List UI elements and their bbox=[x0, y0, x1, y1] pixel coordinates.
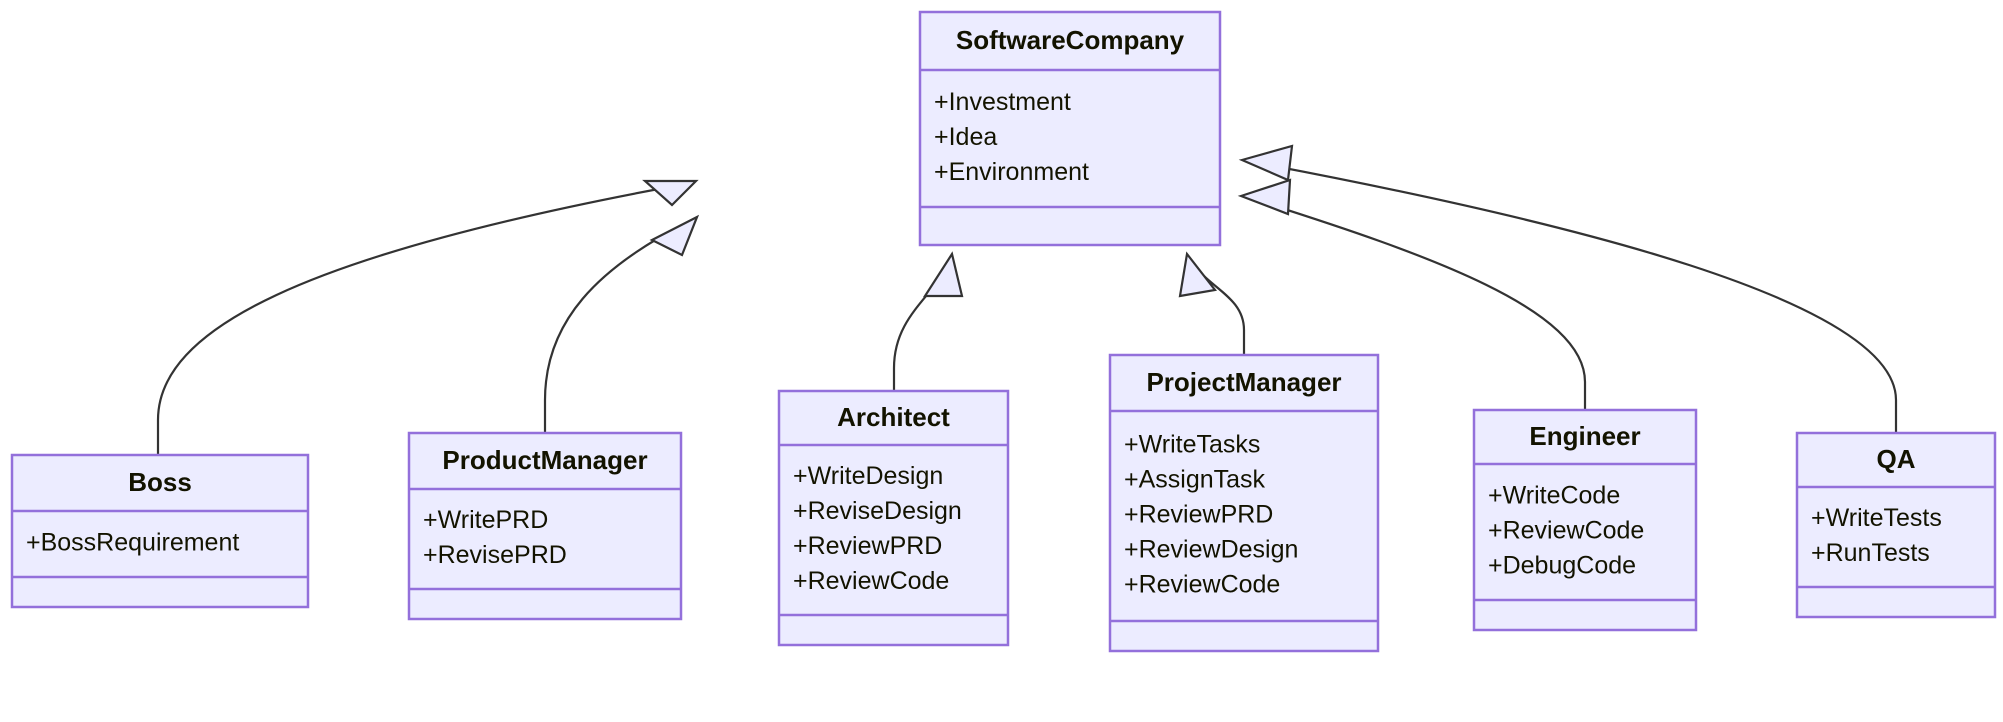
generalization-arrow-qa bbox=[1238, 144, 1294, 182]
class-attribute-engineer-0: +WriteCode bbox=[1488, 482, 1620, 510]
class-attribute-product-manager-0: +WritePRD bbox=[423, 506, 548, 534]
generalization-arrow-product-manager bbox=[649, 214, 700, 257]
class-attribute-architect-0: +WriteDesign bbox=[793, 462, 943, 490]
class-boxes-layer: SoftwareCompany +Investment +Idea +Environm… bbox=[10, 10, 1997, 653]
generalization-arrow-project-manager bbox=[1178, 251, 1217, 298]
edge-product-manager bbox=[543, 214, 700, 433]
class-attribute-project-manager-3: +ReviewDesign bbox=[1124, 536, 1298, 564]
class-box-product-manager[interactable]: ProductManager +WritePRD +RevisePRD bbox=[407, 431, 683, 621]
class-attribute-product-manager-1: +RevisePRD bbox=[423, 541, 567, 569]
class-box-outline-project-manager bbox=[1108, 353, 1380, 653]
class-attribute-boss-0: +BossRequirement bbox=[26, 529, 239, 557]
class-box-project-manager[interactable]: ProjectManager +WriteTasks +AssignTask +Rev… bbox=[1108, 353, 1380, 653]
edge-engineer bbox=[1237, 178, 1587, 410]
class-attribute-engineer-1: +ReviewCode bbox=[1488, 517, 1644, 545]
class-box-outline-engineer bbox=[1472, 408, 1698, 632]
class-name-qa: QA bbox=[1877, 444, 1916, 474]
relationship-edges-layer bbox=[156, 144, 1898, 455]
edge-architect bbox=[892, 251, 964, 391]
class-attribute-architect-1: +ReviseDesign bbox=[793, 497, 962, 525]
class-attribute-project-manager-4: +ReviewCode bbox=[1124, 571, 1280, 599]
class-attribute-architect-3: +ReviewCode bbox=[793, 567, 949, 595]
class-box-software-company[interactable]: SoftwareCompany +Investment +Idea +Environm… bbox=[918, 10, 1222, 247]
edge-boss-line bbox=[156, 183, 681, 455]
class-box-boss[interactable]: Boss +BossRequirement bbox=[10, 453, 310, 609]
class-name-architect: Architect bbox=[837, 402, 950, 432]
class-box-engineer[interactable]: Engineer +WriteCode +ReviewCode +DebugCode bbox=[1472, 408, 1698, 632]
class-attribute-project-manager-0: +WriteTasks bbox=[1124, 431, 1260, 459]
class-attribute-software-company-0: +Investment bbox=[934, 88, 1071, 116]
class-name-boss: Boss bbox=[128, 467, 192, 497]
generalization-arrow-architect bbox=[922, 251, 964, 298]
class-box-outline-boss bbox=[10, 453, 310, 609]
generalization-arrow-engineer bbox=[1237, 178, 1292, 216]
class-name-software-company: SoftwareCompany bbox=[956, 25, 1185, 55]
class-box-outline-architect bbox=[777, 389, 1010, 647]
class-attribute-architect-2: +ReviewPRD bbox=[793, 532, 942, 560]
edge-project-manager bbox=[1178, 251, 1246, 355]
class-box-architect[interactable]: Architect +WriteDesign +ReviseDesign +Revie… bbox=[777, 389, 1010, 647]
edge-engineer-line bbox=[1255, 198, 1587, 410]
class-box-qa[interactable]: QA +WriteTests +RunTests bbox=[1795, 431, 1997, 619]
class-attribute-software-company-2: +Environment bbox=[934, 158, 1089, 186]
class-attribute-project-manager-1: +AssignTask bbox=[1124, 466, 1266, 494]
class-attribute-project-manager-2: +ReviewPRD bbox=[1124, 501, 1273, 529]
class-attribute-software-company-1: +Idea bbox=[934, 123, 997, 151]
generalization-arrow-boss bbox=[642, 179, 699, 207]
class-name-project-manager: ProjectManager bbox=[1146, 367, 1341, 397]
edge-boss bbox=[156, 179, 699, 455]
edge-qa bbox=[1238, 144, 1898, 433]
edge-qa-line bbox=[1257, 161, 1898, 433]
edge-product-manager-line bbox=[543, 224, 683, 433]
class-attribute-qa-0: +WriteTests bbox=[1811, 504, 1942, 532]
class-attribute-engineer-2: +DebugCode bbox=[1488, 552, 1636, 580]
class-name-engineer: Engineer bbox=[1529, 421, 1640, 451]
class-name-product-manager: ProductManager bbox=[442, 445, 647, 475]
class-attribute-qa-1: +RunTests bbox=[1811, 539, 1930, 567]
